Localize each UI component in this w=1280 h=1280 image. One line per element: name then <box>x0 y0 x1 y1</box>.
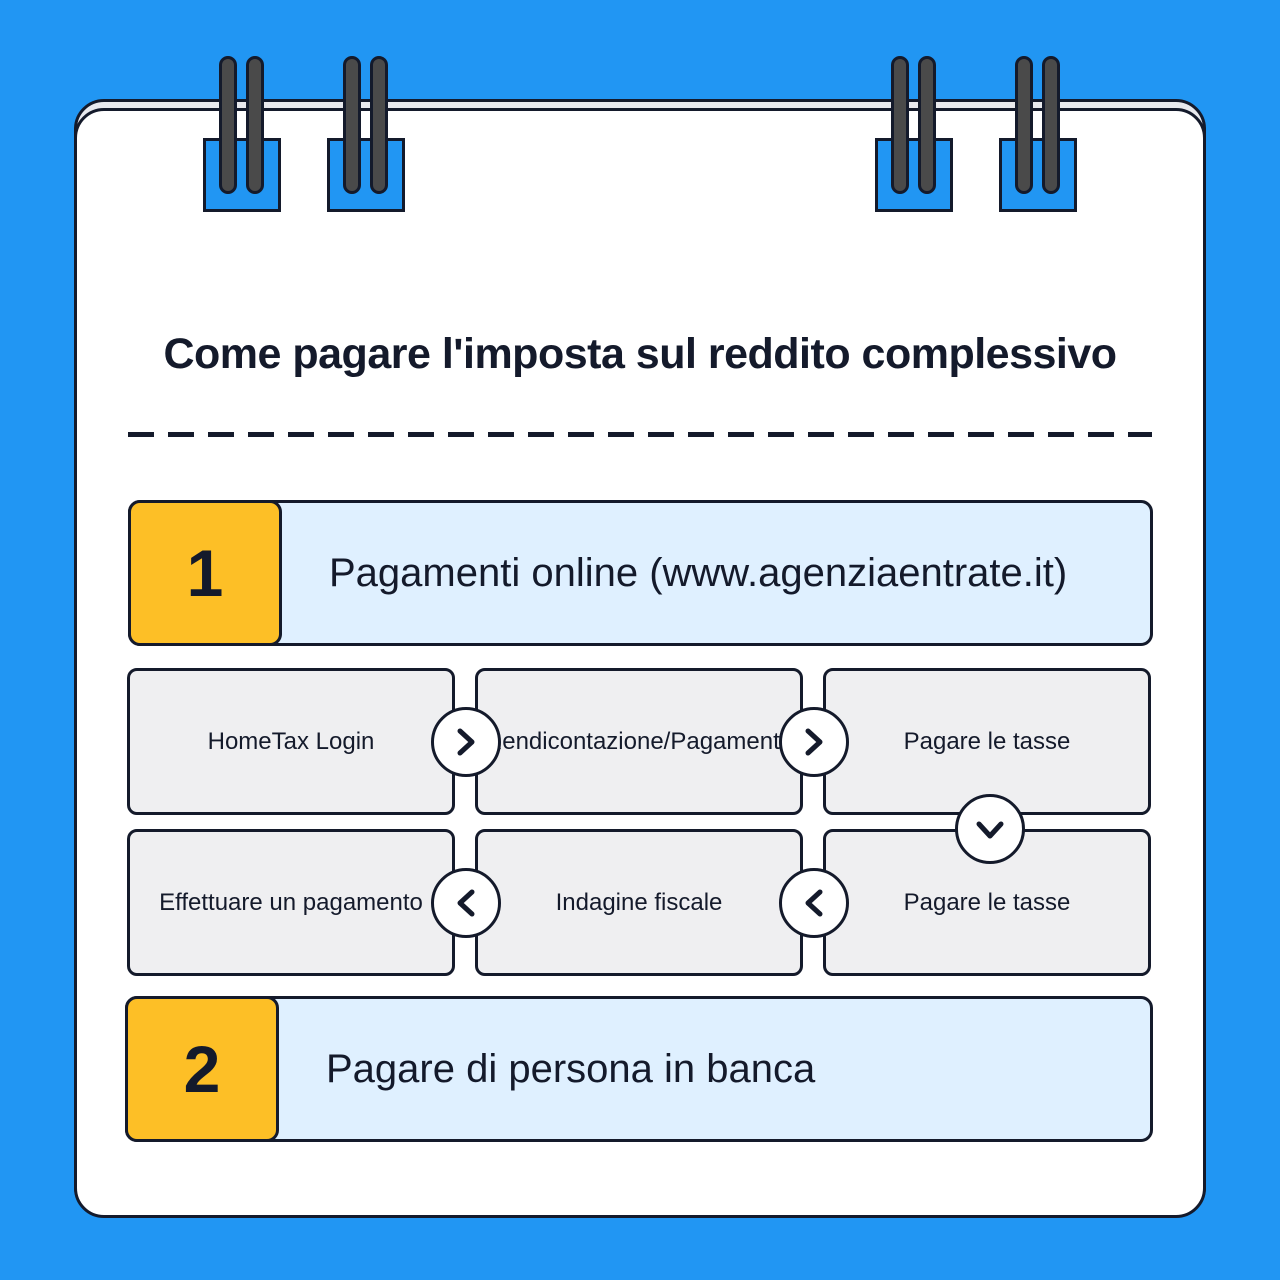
chevron-right-icon <box>779 707 849 777</box>
binder-ring-bar <box>891 56 909 194</box>
step-hometax-login: HomeTax Login <box>127 668 455 815</box>
chevron-right-icon <box>431 707 501 777</box>
chevron-left-icon <box>431 868 501 938</box>
section-label: Pagare di persona in banca <box>326 1046 816 1091</box>
binder-ring-base <box>203 138 281 212</box>
step-tax-inquiry: Indagine fiscale <box>475 829 803 976</box>
section-bank-payment: 2 Pagare di persona in banca <box>125 996 1153 1142</box>
section-online-payment: 1 Pagamenti online (www.agenziaentrate.i… <box>128 500 1153 646</box>
binder-ring-bar <box>1042 56 1060 194</box>
chevron-down-icon <box>955 794 1025 864</box>
step-rendicontazione: Rendicontazione/Pagamento <box>475 668 803 815</box>
binder-ring-bar <box>246 56 264 194</box>
page-title: Come pagare l'imposta sul reddito comple… <box>163 330 1117 378</box>
binder-ring-bar <box>343 56 361 194</box>
binder-ring-base <box>327 138 405 212</box>
dashed-divider <box>128 432 1152 437</box>
binder-ring-bar <box>370 56 388 194</box>
binder-ring-bar <box>1015 56 1033 194</box>
binder-ring-bar <box>219 56 237 194</box>
binder-ring-bar <box>918 56 936 194</box>
chevron-left-icon <box>779 868 849 938</box>
binder-ring-base <box>999 138 1077 212</box>
step-make-payment: Effettuare un pagamento <box>127 829 455 976</box>
section-label: Pagamenti online (www.agenziaentrate.it) <box>329 550 1068 595</box>
binder-ring-base <box>875 138 953 212</box>
section-number-badge: 2 <box>125 996 279 1142</box>
step-pay-taxes: Pagare le tasse <box>823 668 1151 815</box>
section-number-badge: 1 <box>128 500 282 646</box>
